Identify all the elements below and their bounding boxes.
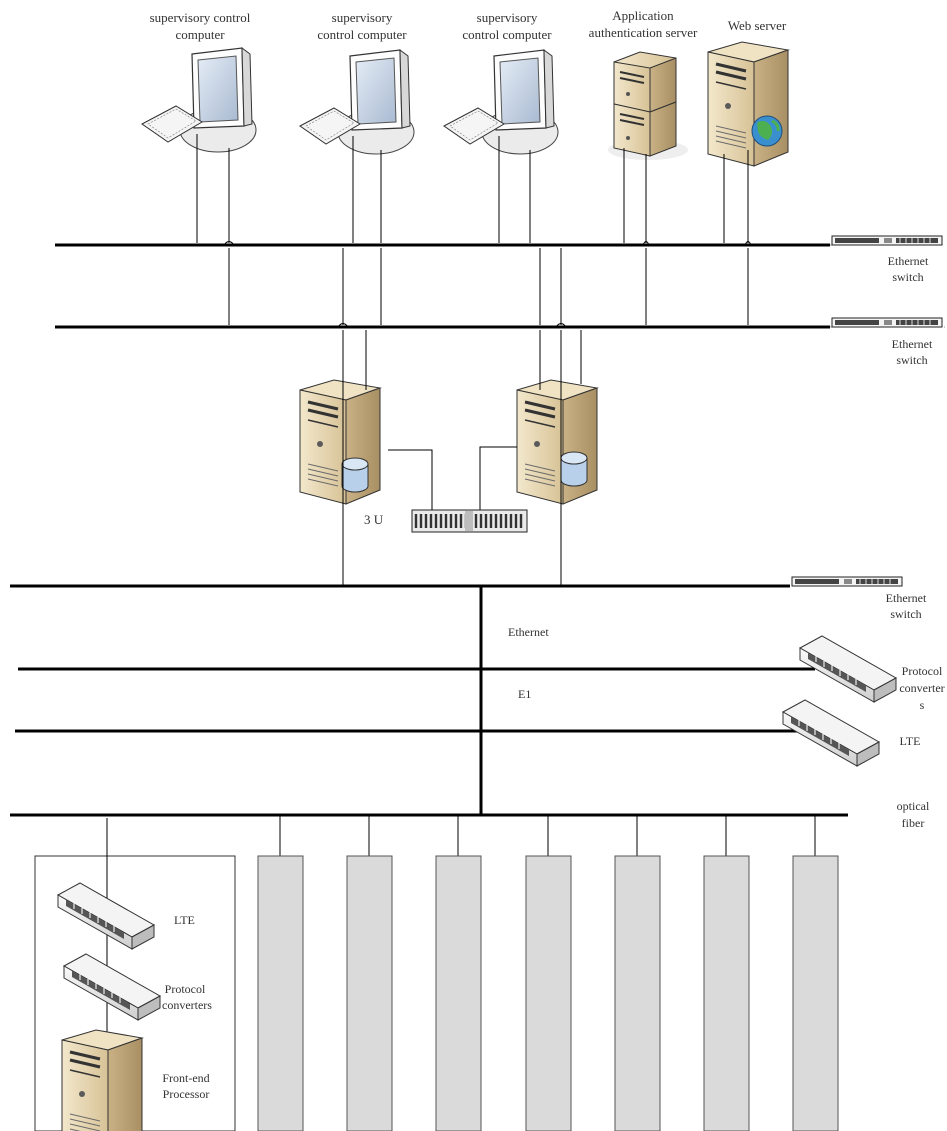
lte-device-icon: [782, 699, 880, 767]
ethernet-switch-2: Ethernet switch: [55, 317, 945, 367]
data-server-right: [479, 323, 599, 586]
server-icon: [515, 378, 599, 506]
station-panel: [435, 815, 482, 1131]
protocol-label-2: converter: [899, 681, 944, 695]
web-label: Web server: [728, 18, 787, 33]
scc2-label-2: control computer: [317, 27, 407, 42]
database-icon: [560, 451, 588, 487]
station-protocol-label-1: Protocol: [165, 982, 206, 996]
auth-label-2: authentication server: [589, 25, 698, 40]
station-lte-label: LTE: [174, 913, 195, 927]
protocol-label-3: s: [920, 698, 925, 712]
sw2-label-1: Ethernet: [892, 337, 933, 351]
station-panel: [257, 815, 304, 1131]
protocol-label-1: Protocol: [902, 664, 943, 678]
scc3-label-1: supervisory: [477, 10, 538, 25]
station-panels: [257, 815, 839, 1131]
sw1-label-1: Ethernet: [888, 254, 929, 268]
scc2-label-1: supervisory: [332, 10, 393, 25]
scc1-label-1: supervisory control: [150, 10, 251, 25]
computer-icon: [141, 47, 257, 153]
storage-array: 3 U: [364, 509, 528, 533]
optical-fiber-bus: optical fiber: [10, 799, 930, 830]
server-rack-icon: [608, 51, 688, 160]
web-server: Web server: [706, 18, 790, 243]
sw2-label-2: switch: [896, 353, 927, 367]
supervisory-control-computer-3: supervisory control computer: [443, 10, 559, 243]
protocol-converter-bus: Protocol converter s: [18, 635, 945, 712]
database-icon: [341, 457, 369, 493]
fep-label-2: Processor: [163, 1087, 210, 1101]
lte-bus: LTE: [15, 699, 921, 767]
storage-label: 3 U: [364, 512, 384, 527]
scc3-label-2: control computer: [462, 27, 552, 42]
computer-icon: [299, 49, 415, 155]
data-server-left: [298, 323, 433, 586]
ethernet-switch-1: Ethernet switch: [55, 235, 943, 284]
switch-icon: [831, 235, 943, 246]
e1-label: E1: [518, 687, 531, 701]
supervisory-control-computer-1: supervisory control computer: [141, 10, 257, 243]
switch-icon: [791, 576, 903, 587]
supervisory-control-computer-2: supervisory control computer: [299, 10, 415, 243]
optical-label-2: fiber: [902, 816, 925, 830]
lte-label: LTE: [900, 734, 921, 748]
switch-icon: [831, 317, 943, 328]
computer-icon: [443, 49, 559, 155]
ethernet-label: Ethernet: [508, 625, 549, 639]
front-end-processor-icon: [60, 1028, 144, 1131]
station-panel: [346, 815, 393, 1131]
sw3-label-1: Ethernet: [886, 591, 927, 605]
scc1-label-2: computer: [175, 27, 225, 42]
station-panel: [614, 815, 661, 1131]
server-icon: [706, 40, 790, 168]
fep-label-1: Front-end: [162, 1071, 209, 1085]
lte-device-icon: [57, 882, 155, 950]
station-panel: [792, 815, 839, 1131]
globe-icon: [751, 115, 783, 147]
station-panel: [703, 815, 750, 1131]
front-end-station: LTE Protocol converters Front-end Proces…: [34, 818, 236, 1131]
application-authentication-server: Application authentication server: [589, 8, 698, 243]
sw1-label-2: switch: [892, 270, 923, 284]
optical-label-1: optical: [897, 799, 930, 813]
station-panel: [525, 815, 572, 1131]
ethernet-switch-3: Ethernet switch: [10, 576, 927, 621]
sw3-label-2: switch: [890, 607, 921, 621]
auth-label-1: Application: [612, 8, 674, 23]
protocol-converter-icon: [63, 953, 161, 1021]
station-protocol-label-2: converters: [162, 998, 212, 1012]
